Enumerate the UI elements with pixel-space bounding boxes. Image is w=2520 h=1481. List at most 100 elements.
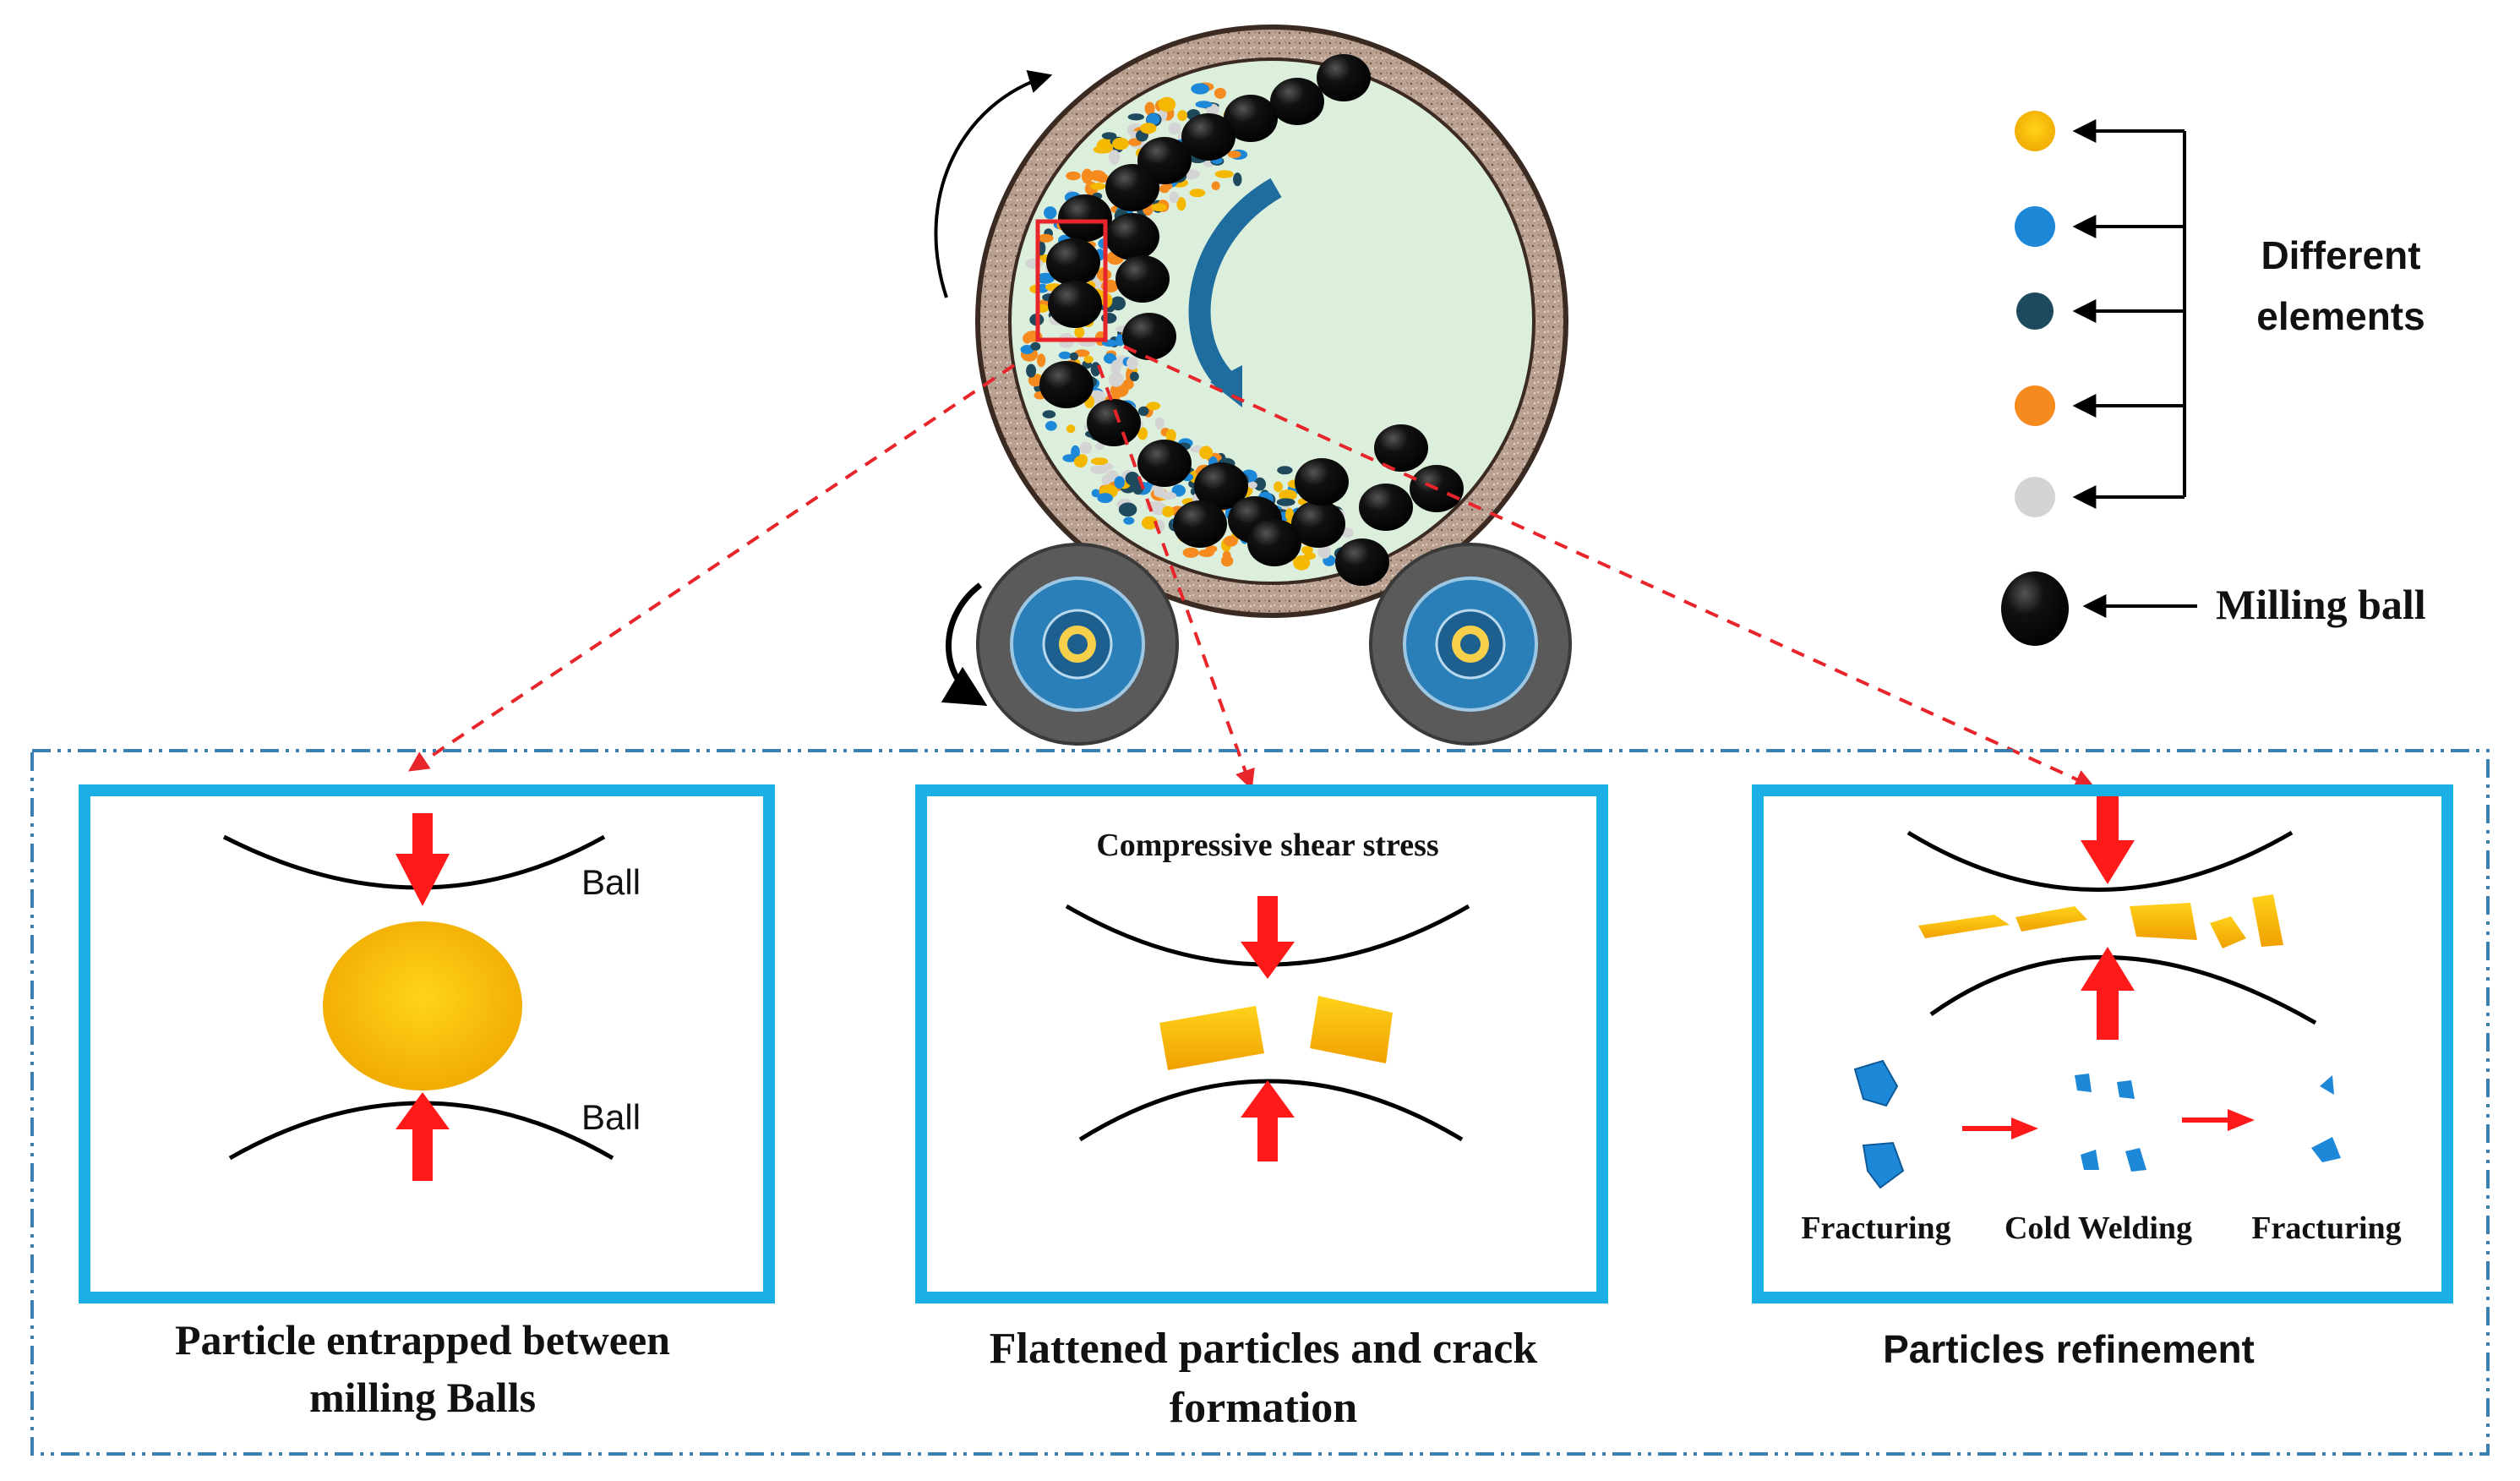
jar-particle (1137, 406, 1149, 417)
jar-milling-ball (1295, 458, 1349, 506)
jar-milling-ball (1046, 238, 1100, 286)
jar-particle (1025, 258, 1044, 269)
jar-particle (1177, 110, 1187, 122)
jar-milling-ball (1181, 113, 1235, 161)
panel-3-border (1752, 784, 2453, 1303)
panel-1-caption-line2: milling Balls (309, 1374, 536, 1421)
legend: Different elements Milling ball (2001, 111, 2426, 646)
jar-particle (1227, 150, 1241, 159)
jar-particle (1195, 101, 1213, 108)
jar-particle (1146, 113, 1160, 126)
jar-particle (1058, 351, 1072, 359)
jar-particle (1089, 465, 1109, 474)
jar-particle (1073, 456, 1088, 467)
jar-milling-ball (1137, 440, 1192, 487)
jar-particle (1146, 402, 1161, 411)
jar-milling-ball (1374, 424, 1428, 472)
jar-milling-ball (1105, 213, 1159, 260)
jar-particle (1110, 360, 1121, 375)
jar-particle (1038, 233, 1054, 243)
jar-particle (1301, 545, 1313, 555)
jar-particle (1036, 272, 1055, 284)
jar-particle (1110, 296, 1126, 311)
jar-particle (1042, 410, 1056, 418)
jar-particle (1089, 170, 1106, 182)
panel-3-blue-large-1 (1853, 1059, 1899, 1107)
jar-milling-ball (1105, 164, 1159, 211)
jar-particle (1123, 516, 1135, 525)
legend-elements-label-line1: Different (2261, 233, 2420, 277)
legend-elements-label-line2: elements (2256, 294, 2425, 338)
roller-rotation-arrow (941, 582, 988, 707)
panel-3-arrow-stage-2 (2228, 1109, 2255, 1131)
panel-1-caption-line1: Particle entrapped between (175, 1316, 670, 1364)
jar-particle (1199, 445, 1214, 460)
jar-particle (1247, 481, 1257, 489)
jar-milling-ball (1115, 255, 1170, 303)
jar-milling-ball (1087, 399, 1141, 446)
jar-particle (1137, 427, 1148, 440)
jar-particle (1279, 489, 1297, 501)
jar-particle (1144, 101, 1155, 116)
jar-particle (1224, 535, 1238, 547)
jar-particle (1079, 441, 1093, 455)
jar-particle (1214, 87, 1226, 99)
panel-2-caption-line2: formation (1170, 1384, 1357, 1432)
zoom-line-1 (408, 363, 1016, 772)
jar-particle (1233, 172, 1242, 187)
jar-particle (1089, 183, 1106, 190)
panel-3-stage-label-2: Cold Welding (2005, 1210, 2192, 1246)
jar-particle (1253, 477, 1266, 491)
jar-particle (1189, 189, 1206, 198)
jar-particle (1277, 466, 1293, 475)
jar-particle (1154, 488, 1166, 498)
jar-particle (1182, 547, 1199, 558)
legend-element-1 (2015, 111, 2055, 151)
jar-particle (1162, 183, 1173, 190)
jar-particle (1071, 445, 1080, 459)
panel-3-blue-large-2 (1862, 1141, 1905, 1189)
panel-2-arrow-up (1241, 1080, 1295, 1118)
jar-particle (1095, 442, 1105, 451)
jar-particle (1214, 170, 1234, 178)
jar-particle (1140, 123, 1157, 134)
jar-milling-ball (1247, 519, 1301, 566)
jar-particle (1151, 203, 1167, 211)
jar-particle (1317, 544, 1332, 559)
jar-particle (1044, 206, 1057, 220)
panel-3-stage-label-3: Fracturing (2251, 1210, 2401, 1246)
jar-particle (1066, 424, 1076, 434)
panel-1-particle (323, 921, 522, 1090)
panel-3-arrow-down (2081, 840, 2135, 884)
jar-particle (1074, 349, 1090, 358)
panel-3-ball-top (1906, 830, 2294, 892)
jar-particle (1176, 197, 1186, 211)
panel-1-arrow-down (395, 854, 450, 906)
jar-particle (1127, 113, 1145, 121)
jar-particle (1074, 326, 1085, 338)
jar-milling-ball (1224, 95, 1278, 142)
jar-particle (1130, 371, 1139, 381)
jar-rotation-arrow (934, 70, 1053, 298)
jar-particle (1191, 83, 1210, 95)
jar-milling-ball (1270, 78, 1324, 125)
panel-2-caption-line1: Flattened particles and crack (990, 1325, 1538, 1373)
jar-particle (1083, 355, 1094, 363)
jar-milling-ball (1048, 281, 1102, 328)
jar-particle (1069, 352, 1078, 361)
panel-flattening: Compressive shear stress (915, 784, 1608, 1303)
jar-particle (1168, 122, 1181, 135)
legend-milling-ball-label: Milling ball (2216, 581, 2426, 628)
legend-element-2 (2015, 206, 2055, 247)
panel-3-arrow-up (2081, 947, 2135, 991)
jar-particle (1154, 417, 1165, 429)
jar-milling-ball (1122, 313, 1176, 360)
jar-milling-ball (1039, 361, 1094, 408)
jar-particle (1165, 429, 1176, 443)
panel-3-stage-label-1: Fracturing (1801, 1210, 1950, 1246)
zoom-region-marker (1035, 219, 1108, 342)
panel-2-header: Compressive shear stress (1096, 828, 1438, 863)
jar-particle (1037, 353, 1046, 368)
panel-3-fragments (1918, 894, 2283, 948)
